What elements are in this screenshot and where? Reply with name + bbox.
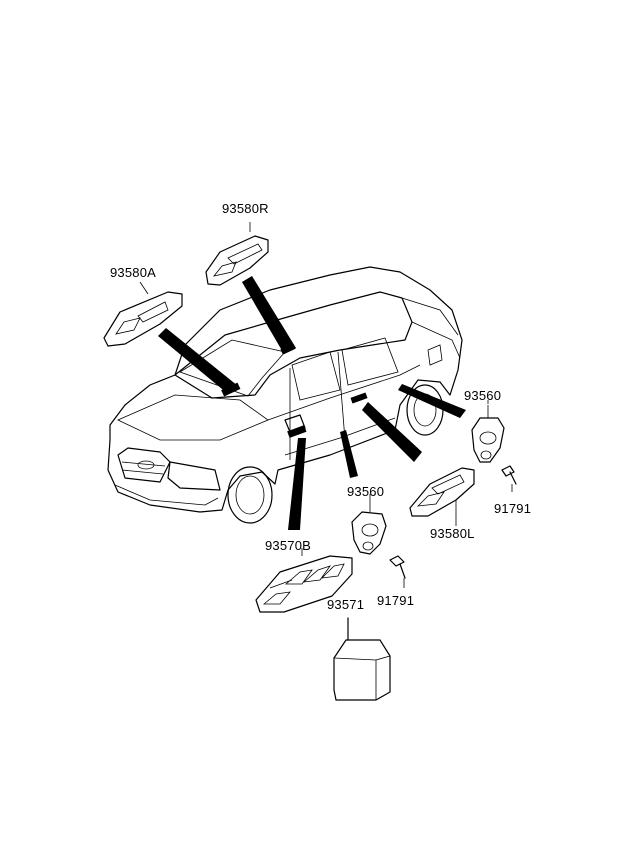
switch-93570B xyxy=(255,555,353,613)
label-93580A: 93580A xyxy=(110,265,157,280)
label-93560-rear: 93560 xyxy=(464,388,502,403)
leader-lines xyxy=(139,222,513,588)
label-93580R: 93580R xyxy=(222,201,269,216)
module-93560-front xyxy=(351,500,387,555)
module-93560-rear xyxy=(471,405,505,463)
label-93570B: 93570B xyxy=(265,538,312,553)
pointer-arrows xyxy=(158,276,466,530)
switch-93580L xyxy=(409,467,475,522)
label-91791-rear: 91791 xyxy=(494,501,532,516)
label-93580L: 93580L xyxy=(430,526,475,541)
screw-91791-rear xyxy=(501,465,517,485)
switch-93580A xyxy=(103,291,183,347)
module-93571 xyxy=(333,617,391,701)
label-93560-front: 93560 xyxy=(347,484,385,499)
car-illustration xyxy=(107,266,463,524)
screw-91791-front xyxy=(389,555,406,579)
label-93571: 93571 xyxy=(327,597,365,612)
switch-93580R xyxy=(205,235,269,286)
label-91791-front: 91791 xyxy=(377,593,415,608)
